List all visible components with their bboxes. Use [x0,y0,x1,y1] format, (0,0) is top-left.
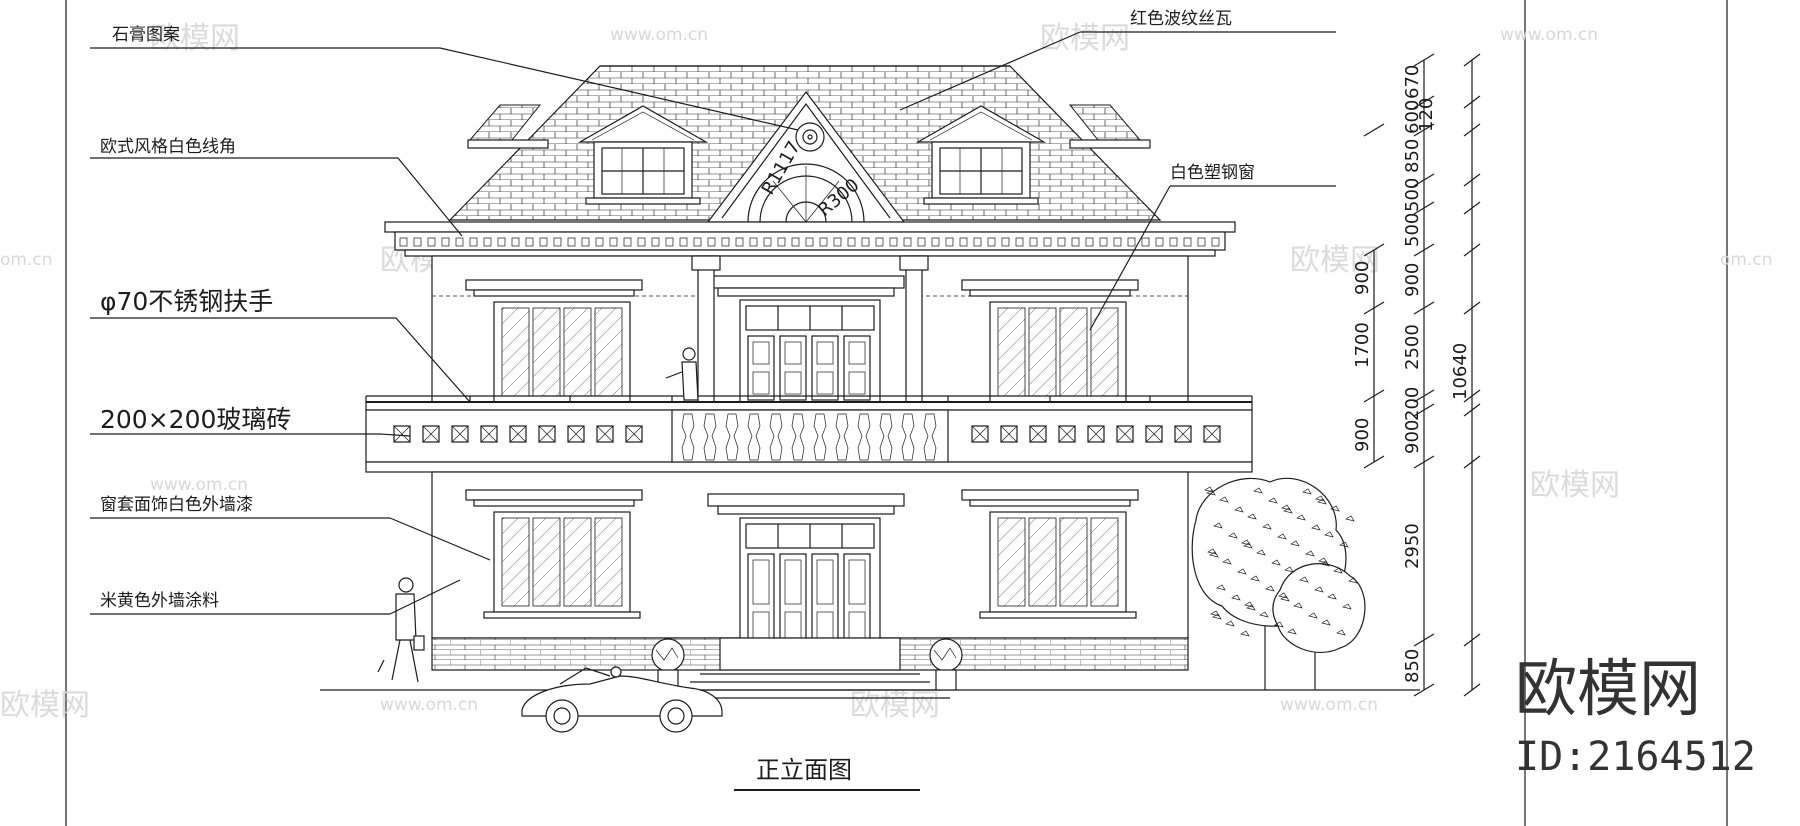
annotation-labels: 石膏图案 欧式风格白色线角 φ70不锈钢扶手 200×200玻璃砖 窗套面饰白色… [100,9,1255,611]
person-walking [377,577,425,683]
balcony [365,395,1253,473]
watermark-brand: 欧模网 [0,688,90,723]
dormer-right [915,105,1047,205]
dimension-label: 2500 [1402,324,1423,370]
person-balcony [665,347,699,401]
watermark-url: www.om.cn [380,695,478,715]
watermark-brand: 欧模网 [1040,21,1130,56]
dimension-label: 2950 [1402,523,1423,569]
watermark-url: om.cn [0,250,53,270]
roof-side-left [468,104,542,141]
entrance-steps [320,673,1420,699]
dimension-label: 850 [1402,139,1423,173]
roof-side-right [1068,104,1142,141]
car [521,666,723,733]
watermark-brand: 欧模网 [150,21,240,56]
watermark-brand: 欧模网 [1290,243,1380,278]
watermark-url: om.cn [1720,250,1773,270]
dimension-label: 670 [1402,65,1423,99]
annotation-window-trim: 窗套面饰白色外墙漆 [100,495,253,515]
annotation-plaster-pattern: 石膏图案 [112,24,180,45]
dimension-label: 900 [1402,420,1423,454]
annotation-glass-block: 200×200玻璃砖 [100,405,291,434]
lower-window-right [961,489,1139,619]
dimension-label: 500 [1402,178,1423,212]
watermark-url: www.om.cn [1280,695,1378,715]
watermark-brand: 欧模网 [1530,468,1620,503]
dimension-label: 900 [1352,418,1373,452]
annotation-leaders [90,31,1336,615]
watermark-url: www.om.cn [1500,25,1598,45]
cornice [384,221,1236,257]
watermark-brand: 欧模网 [850,688,940,723]
upper-window-right [961,279,1139,403]
dimension-label: 600 [1402,100,1423,134]
brand-mark: 欧模网 ID:2164512 [1515,652,1756,780]
watermark-url: www.om.cn [610,25,708,45]
plaster-rosette [795,122,825,152]
dimension-label: 500 [1402,213,1423,247]
shrub-right [929,638,963,691]
sheet-frame [65,0,1728,826]
annotation-cornice-trim: 欧式风格白色线角 [100,137,236,157]
annotation-roof-tile: 红色波纹丝瓦 [1130,9,1232,29]
brand-name: 欧模网 [1515,652,1701,725]
brand-id: ID:2164512 [1515,734,1756,780]
lower-window-left [465,489,643,619]
dimension-label: 850 [1402,649,1423,683]
dormer-left [577,105,709,205]
dimension-label: 900 [1402,263,1423,297]
house: R1117 R300 [320,65,1420,699]
annotation-wall-paint: 米黄色外墙涂料 [100,591,219,611]
dimension-label: 200 [1402,387,1423,421]
dimension-label: 900 [1352,261,1373,295]
dimension-total: 10640 [1450,343,1471,400]
dimension-label: 1700 [1352,322,1373,368]
upper-window-left [465,279,643,403]
watermark-url: www.om.cn [150,475,248,495]
drawing-title: 正立面图 [756,756,852,784]
annotation-handrail: φ70不锈钢扶手 [100,287,273,316]
trees [1191,477,1366,690]
dimension-label: 120 [1416,98,1437,132]
annotation-window-frame: 白色塑钢窗 [1170,163,1255,183]
